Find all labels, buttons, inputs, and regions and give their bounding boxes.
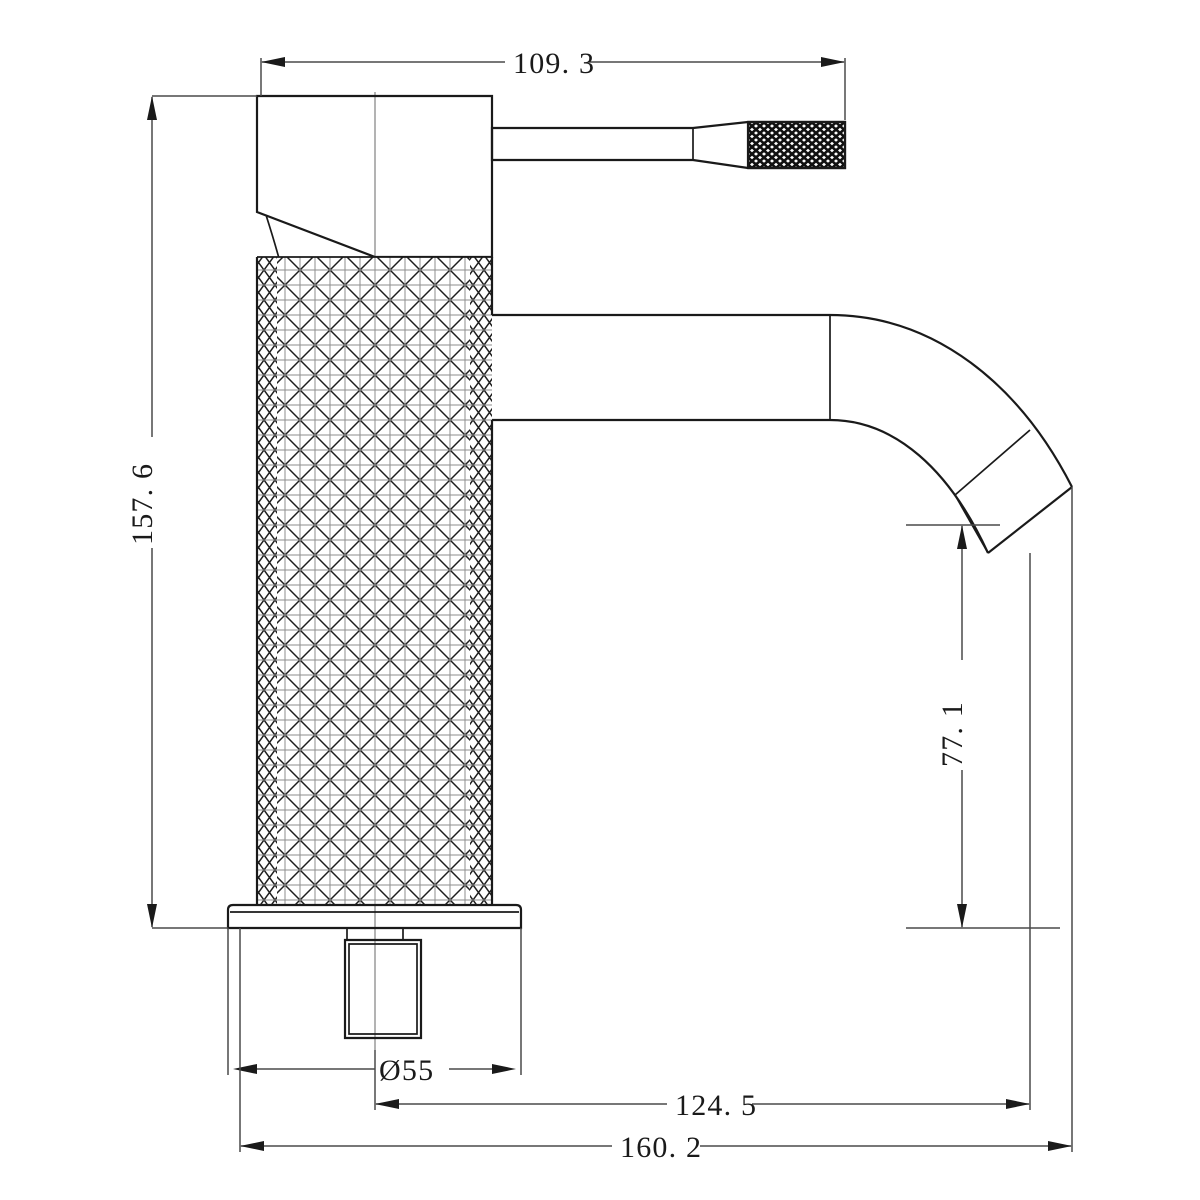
dimension-spout-reach: 124. 5 xyxy=(374,553,1031,1122)
dimension-overall-height: 157. 6 xyxy=(126,95,257,929)
dimension-label-spout-reach: 124. 5 xyxy=(675,1089,757,1122)
dimension-label-overall-width: 160. 2 xyxy=(620,1131,702,1164)
dimension-label-spout-height: 77. 1 xyxy=(936,701,969,767)
dimension-overall-width: 160. 2 xyxy=(239,487,1073,1164)
nozzle-inner-edge xyxy=(954,494,989,554)
angled-spout-outlet xyxy=(987,486,1073,554)
dimension-spout-height: 77. 1 xyxy=(906,524,1060,929)
handle-chamfer-arc xyxy=(265,214,281,263)
dimension-label-lever-length: 109. 3 xyxy=(513,47,595,80)
curved-gooseneck-spout xyxy=(492,313,1073,554)
dimension-label-base-diameter: Ø55 xyxy=(379,1054,434,1087)
spout-bend-end-line xyxy=(954,429,1031,496)
dimension-base-diameter: Ø55 xyxy=(227,928,522,1087)
knurled-cylindrical-body xyxy=(255,256,494,906)
dimension-lever-length: 109. 3 xyxy=(260,47,846,120)
knurled-lever-tip xyxy=(746,120,847,170)
threaded-mounting-shank xyxy=(343,928,423,1040)
dimension-label-overall-height: 157. 6 xyxy=(126,463,159,545)
round-base-flange xyxy=(226,903,523,930)
